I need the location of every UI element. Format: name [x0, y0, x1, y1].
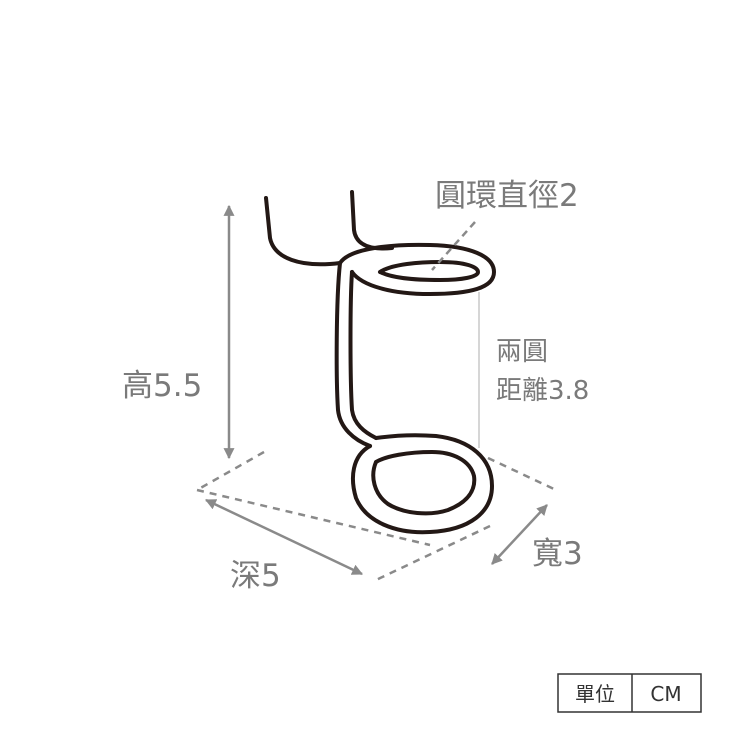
bottom-ring-inner	[371, 450, 477, 516]
unit-label: 單位	[575, 682, 615, 706]
stem-right	[348, 270, 378, 440]
base-dashed-left	[196, 450, 265, 492]
base-dashed-right	[487, 456, 557, 492]
base-dashed-bottom	[375, 524, 491, 582]
base-dashed-front	[196, 488, 431, 547]
ring-diameter-label: 圓環直徑2	[435, 178, 579, 214]
top-ring-inner	[378, 260, 480, 282]
bottom-ring	[351, 433, 494, 535]
depth-label: 深5	[230, 558, 281, 594]
unit-value: CM	[650, 682, 681, 706]
ring-distance-label-line1: 兩圓	[496, 337, 548, 367]
width-label: 寬3	[532, 536, 583, 572]
width-arrow	[491, 504, 548, 565]
wire-hook-drawing	[264, 190, 496, 535]
unit-box: 單位 CM	[557, 673, 702, 713]
ring-distance-label-line2: 距離3.8	[496, 376, 589, 406]
dimension-lines	[196, 204, 557, 582]
height-label: 高5.5	[122, 368, 202, 404]
depth-arrow	[205, 498, 363, 576]
stem-left	[334, 261, 372, 448]
ring-diameter-leader	[431, 221, 476, 271]
top-ring	[338, 242, 496, 296]
unit-box-frame	[557, 673, 702, 713]
right-prong	[350, 190, 394, 251]
left-prong	[264, 196, 342, 267]
